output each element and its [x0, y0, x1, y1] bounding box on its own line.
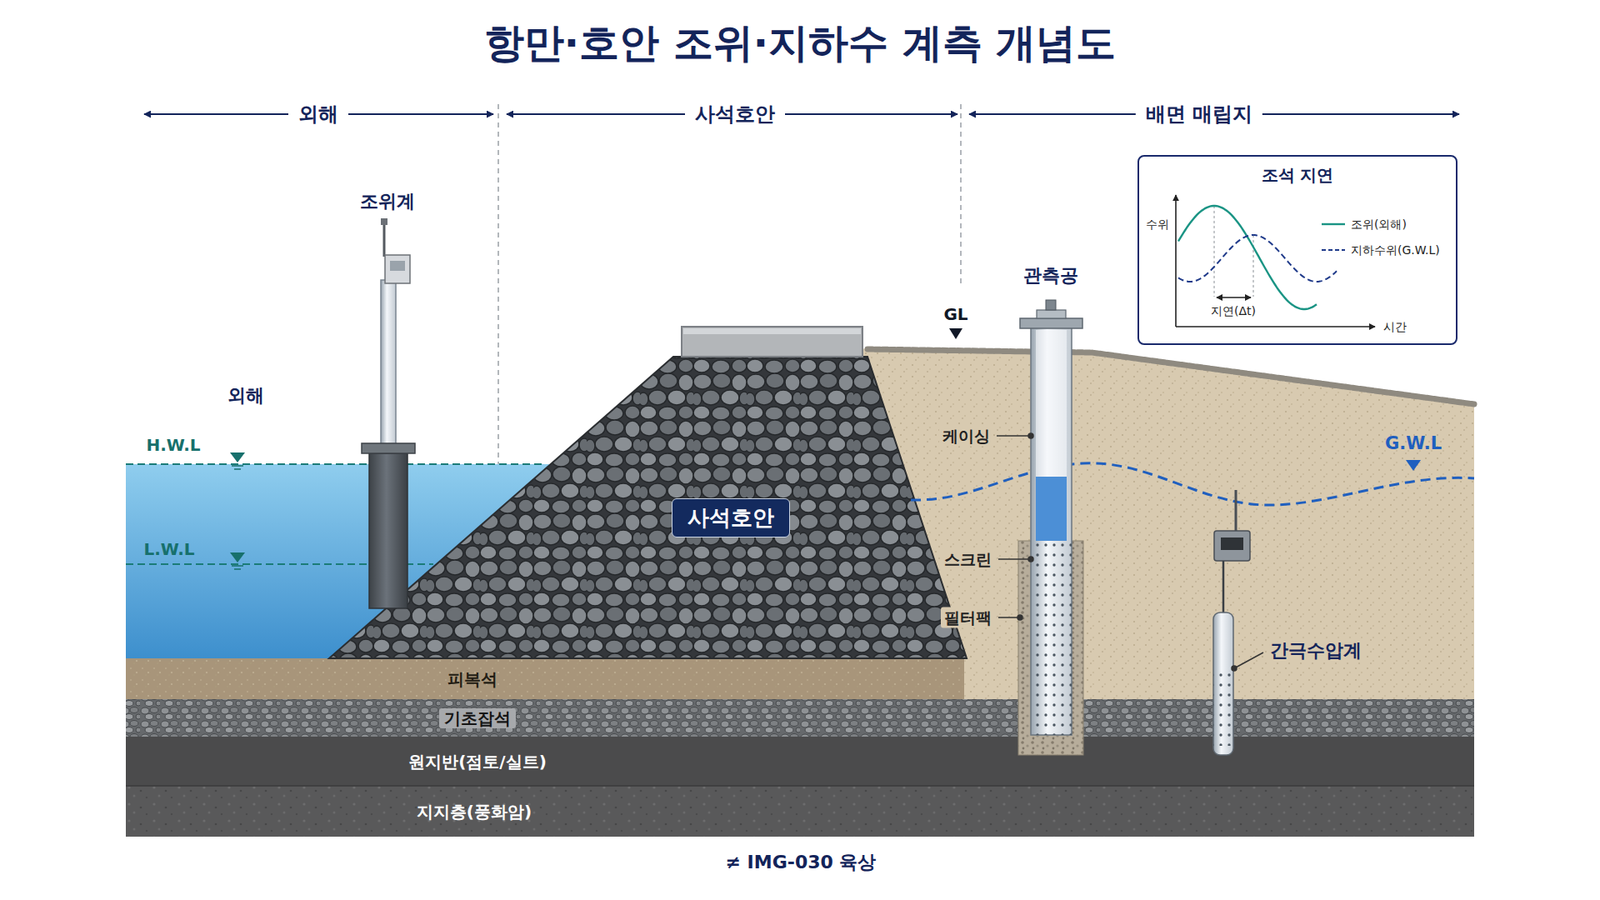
water-level-label: H.W.L [145, 435, 200, 455]
groundwater-line [910, 463, 1475, 505]
legend-text: 지하수위(G.W.L) [1350, 243, 1440, 258]
part-label: 케이싱 [939, 425, 994, 447]
layer-name: 기초잡석 [439, 708, 516, 729]
soil-band: 지지층(풍화암) [125, 785, 1475, 837]
leader-lines [996, 433, 1264, 671]
observation-well [1018, 300, 1084, 755]
soil-layers [125, 658, 1475, 837]
part-label: 스크린 [940, 549, 995, 570]
legend-text: 조위(외해) [1350, 217, 1407, 232]
instrument-label: 관측공 [1023, 265, 1079, 287]
layer-name: 지지층(풍화암) [416, 801, 532, 822]
instrument-label: 간극수압계 [1266, 639, 1365, 663]
structure-tag: 사석호안 [671, 498, 790, 538]
zone-label: 외해 [288, 102, 349, 127]
axis-label: 수위 [1145, 217, 1170, 232]
caption: ≠ IMG-030 육상 [725, 850, 877, 875]
zone-label: 배면 매립지 [1135, 102, 1263, 127]
layer-name: 피복석 [447, 669, 498, 690]
zone-label: 사석호안 [685, 102, 785, 127]
panel-title: 조석 지연 [1261, 165, 1335, 185]
rubble-mound [329, 326, 967, 659]
layer-name: 원지반(점토/실트) [408, 751, 547, 772]
piezometer [1213, 490, 1250, 755]
delay-label: 지연(Δt) [1208, 304, 1259, 319]
axis-label: 시간 [1383, 320, 1407, 335]
gwl-marker [1405, 460, 1421, 471]
soil-band: 피복석 [125, 658, 965, 700]
ground-level-label: GL [943, 304, 968, 325]
tag-text: 사석호안 [687, 505, 775, 531]
diagram-title: 항만·호안 조위·지하수 계측 개념도 [484, 16, 1117, 70]
part-label: 필터팩 [940, 607, 995, 629]
water-level-label: G.W.L [1385, 433, 1442, 455]
tide-gauge [361, 218, 415, 609]
area-label: 외해 [227, 385, 265, 407]
water-level-label: L.W.L [143, 539, 195, 560]
tidal-lag-chart [1138, 155, 1457, 345]
soil-band: 기초잡석 [125, 699, 1475, 737]
instrument-label: 조위계 [360, 190, 415, 213]
soil-band: 원지반(점토/실트) [125, 736, 1475, 786]
gl-marker [949, 328, 963, 340]
